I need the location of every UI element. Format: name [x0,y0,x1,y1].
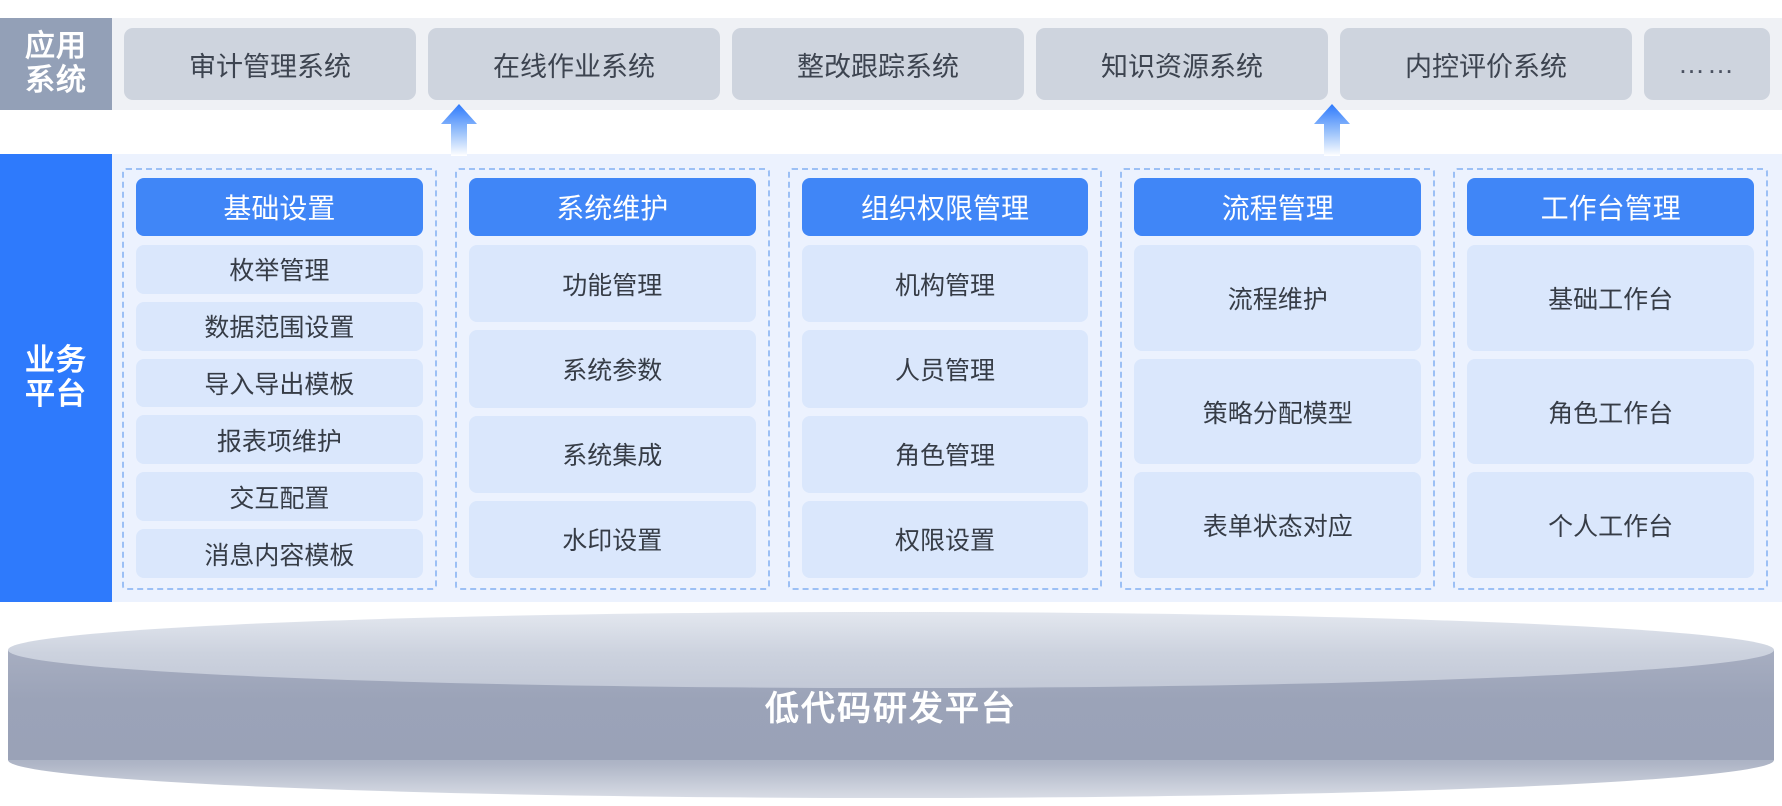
app-card-more-ellipsis[interactable]: …… [1644,28,1770,100]
platform-top-ellipse [8,612,1774,688]
module-item-personnel-management[interactable]: 人员管理 [801,330,1089,408]
module-item-interaction-config[interactable]: 交互配置 [136,472,423,522]
module-item-list-process-management: 流程维护 策略分配模型 表单状态对应 [1134,245,1422,579]
business-platform-label: 业务 平台 [0,154,112,602]
app-card-rectification-tracking[interactable]: 整改跟踪系统 [732,28,1024,100]
module-column-org-permission-management: 组织权限管理 机构管理 人员管理 角色管理 权限设置 [787,168,1103,590]
module-item-enum-management[interactable]: 枚举管理 [136,245,423,294]
module-item-organization-management[interactable]: 机构管理 [801,245,1089,323]
module-item-message-content-template[interactable]: 消息内容模板 [136,529,423,578]
module-column-workbench-management: 工作台管理 基础工作台 角色工作台 个人工作台 [1453,168,1768,590]
business-platform-label-line2: 平台 [25,378,87,411]
module-item-form-status-mapping[interactable]: 表单状态对应 [1134,472,1422,579]
module-item-role-management[interactable]: 角色管理 [801,415,1089,493]
module-item-role-workbench[interactable]: 角色工作台 [1467,358,1754,465]
module-item-report-item-maintenance[interactable]: 报表项维护 [136,415,423,465]
module-item-policy-allocation-model[interactable]: 策略分配模型 [1134,358,1422,465]
module-column-process-management: 流程管理 流程维护 策略分配模型 表单状态对应 [1120,168,1436,590]
foundation-platform-label: 低代码研发平台 [765,689,1017,728]
app-card-internal-control-evaluation[interactable]: 内控评价系统 [1340,28,1632,100]
module-column-system-maintenance: 系统维护 功能管理 系统参数 系统集成 水印设置 [454,168,770,590]
app-card-audit-management[interactable]: 审计管理系统 [124,28,416,100]
arrow-up-left-icon [441,104,477,156]
module-item-basic-workbench[interactable]: 基础工作台 [1467,245,1754,351]
module-item-system-integration[interactable]: 系统集成 [468,415,756,493]
application-system-layer: 应用 系统 审计管理系统 在线作业系统 整改跟踪系统 知识资源系统 内控评价系统… [0,18,1782,110]
application-system-card-list: 审计管理系统 在线作业系统 整改跟踪系统 知识资源系统 内控评价系统 …… [112,18,1782,110]
arrow-up-right-icon [1314,104,1350,156]
module-item-function-management[interactable]: 功能管理 [468,245,756,323]
module-header-org-permission-management[interactable]: 组织权限管理 [801,178,1089,236]
business-platform-layer: 业务 平台 基础设置 枚举管理 数据范围设置 导入导出模板 报表项维护 交互配置… [0,154,1782,602]
business-module-columns: 基础设置 枚举管理 数据范围设置 导入导出模板 报表项维护 交互配置 消息内容模… [112,154,1782,602]
module-item-system-parameters[interactable]: 系统参数 [468,330,756,408]
module-item-list-basic-settings: 枚举管理 数据范围设置 导入导出模板 报表项维护 交互配置 消息内容模板 [136,245,423,578]
module-item-permission-setting[interactable]: 权限设置 [801,500,1089,578]
module-item-data-scope-setting[interactable]: 数据范围设置 [136,301,423,351]
module-header-process-management[interactable]: 流程管理 [1134,178,1422,236]
application-system-label: 应用 系统 [0,18,112,110]
module-item-list-org-permission-management: 机构管理 人员管理 角色管理 权限设置 [801,245,1089,578]
app-card-online-operation[interactable]: 在线作业系统 [428,28,720,100]
module-column-basic-settings: 基础设置 枚举管理 数据范围设置 导入导出模板 报表项维护 交互配置 消息内容模… [122,168,437,590]
foundation-platform: 低代码研发平台 [8,612,1774,798]
module-header-workbench-management[interactable]: 工作台管理 [1467,178,1754,236]
module-item-personal-workbench[interactable]: 个人工作台 [1467,472,1754,579]
module-item-list-system-maintenance: 功能管理 系统参数 系统集成 水印设置 [468,245,756,578]
module-item-list-workbench-management: 基础工作台 角色工作台 个人工作台 [1467,245,1754,579]
application-system-label-line1: 应用 [25,29,87,63]
module-item-import-export-template[interactable]: 导入导出模板 [136,358,423,408]
business-platform-label-line1: 业务 [25,343,87,377]
app-card-knowledge-resource[interactable]: 知识资源系统 [1036,28,1328,100]
module-item-watermark-setting[interactable]: 水印设置 [468,500,756,578]
application-system-label-line2: 系统 [25,64,87,97]
module-header-basic-settings[interactable]: 基础设置 [136,178,423,236]
module-header-system-maintenance[interactable]: 系统维护 [468,178,756,236]
module-item-process-maintenance[interactable]: 流程维护 [1134,245,1422,351]
